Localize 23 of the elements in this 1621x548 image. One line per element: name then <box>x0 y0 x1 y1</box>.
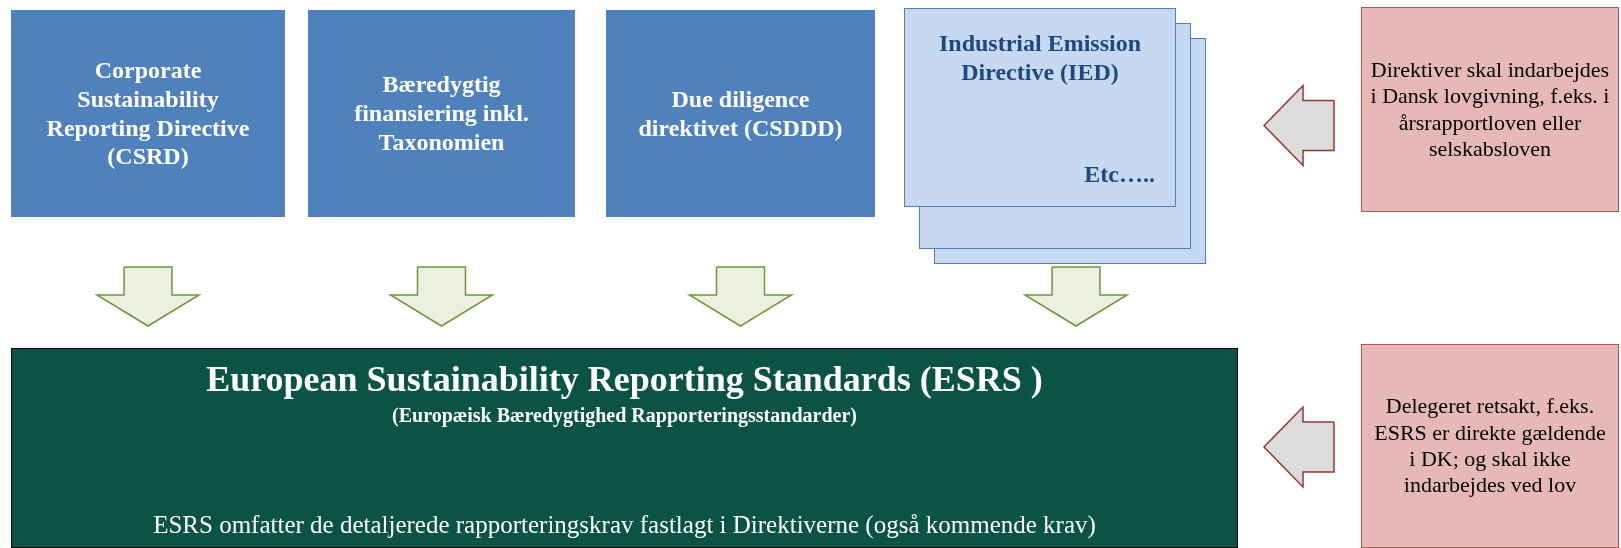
standards-description: ESRS omfatter de detaljerede rapporteringskrav fastlagt i Direktiverne (også kommende krav) <box>153 511 1096 539</box>
standards-box <box>11 348 1238 548</box>
directive-box <box>606 10 875 217</box>
directive-box <box>904 8 1176 207</box>
down-block-arrow <box>1022 266 1130 327</box>
directive-box <box>11 10 285 217</box>
down-block-arrow <box>94 266 202 327</box>
directive-title: Industrial Emission Directive (IED) <box>937 29 1143 87</box>
directive-box <box>308 10 575 217</box>
note-text: Direktiver skal indarbejdes i Dansk lovgivning, f.eks. i årsrapportloven eller selskabsloven <box>1369 56 1611 163</box>
standards-title: European Sustainability Reporting Standards (ESRS ) <box>206 359 1043 401</box>
down-block-arrow <box>387 266 496 327</box>
left-block-arrow <box>1262 83 1335 168</box>
standards-subtitle: (Europæisk Bæredygtighed Rapporteringsstandarder) <box>392 404 857 428</box>
directive-title: Bæredygtig finansiering inkl. Taxonomien <box>353 70 530 157</box>
note-text: Delegeret retsakt, f.eks. ESRS er direkte gældende i DK; og skal ikke indarbejdes ved lov <box>1373 393 1607 499</box>
etc-text: Etc….. <box>1084 161 1155 188</box>
down-block-arrow <box>686 266 795 327</box>
directive-title: Due diligence direktivet (CSDDD) <box>637 84 844 143</box>
note-box <box>1361 344 1619 548</box>
directive-title: Corporate Sustainability Reporting Directive (CSRD) <box>45 55 251 172</box>
note-box <box>1361 7 1619 212</box>
left-block-arrow <box>1262 405 1335 489</box>
